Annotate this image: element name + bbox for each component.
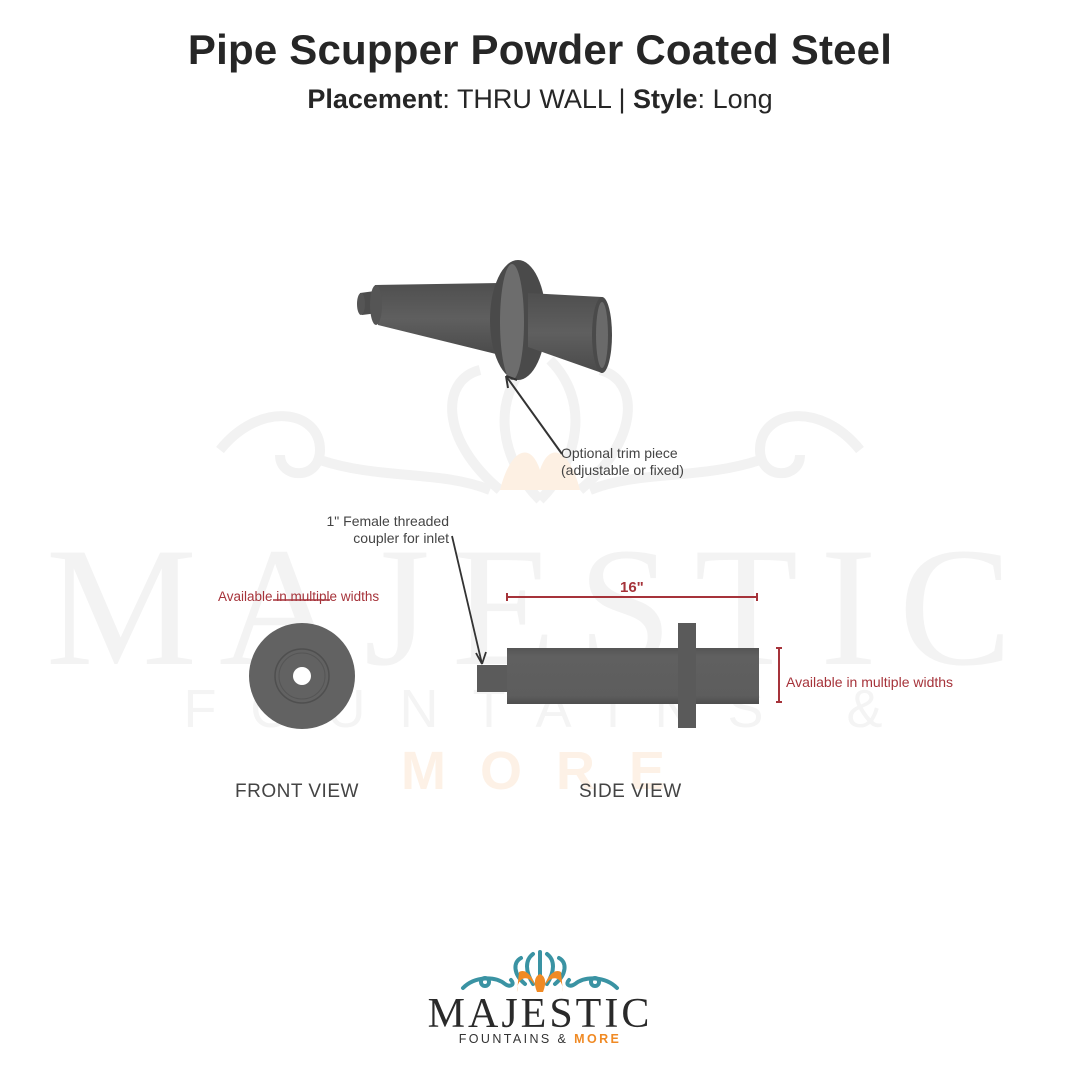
separator: | xyxy=(618,84,626,114)
width-dimension-line xyxy=(776,647,782,703)
logo-wordmark: MAJESTIC xyxy=(427,991,653,1037)
logo-tagline-more: MORE xyxy=(574,1032,622,1046)
placement-value: THRU WALL xyxy=(456,84,611,114)
trim-callout-arrow-icon xyxy=(505,375,563,455)
length-dimension-line xyxy=(506,593,758,601)
trim-callout-line1: Optional trim piece xyxy=(561,445,678,461)
style-label: Style xyxy=(633,84,698,114)
front-view-label: FRONT VIEW xyxy=(235,781,359,802)
isometric-pipe-illustration xyxy=(357,260,612,380)
side-view-label: SIDE VIEW xyxy=(579,781,682,802)
side-width-note: Available in multiple widths xyxy=(786,674,954,690)
front-width-dimension-line xyxy=(273,599,330,601)
logo-tagline-main: FOUNTAINS & xyxy=(458,1032,569,1046)
style-value: Long xyxy=(712,84,773,114)
coupler-callout-arrow-icon xyxy=(451,535,487,665)
subtitle: Placement: THRU WALL | Style: Long xyxy=(307,84,773,114)
coupler-callout: 1" Female threaded coupler for inlet xyxy=(290,513,450,547)
trim-callout: Optional trim piece (adjustable or fixed… xyxy=(561,445,684,479)
coupler-callout-line1: 1" Female threaded xyxy=(326,513,450,529)
coupler-callout-line2: coupler for inlet xyxy=(353,530,449,546)
placement-label: Placement xyxy=(307,84,443,114)
watermark-ornament-icon xyxy=(216,356,864,504)
trim-callout-line2: (adjustable or fixed) xyxy=(561,462,684,478)
side-view-pipe xyxy=(477,623,759,728)
logo-ornament-icon xyxy=(461,950,619,992)
front-view-flange xyxy=(249,623,355,729)
front-width-note: Available in multiple widths xyxy=(218,589,380,604)
page-title: Pipe Scupper Powder Coated Steel xyxy=(187,26,893,73)
length-dimension-label: 16" xyxy=(620,579,644,596)
watermark-tagline-more: MORE xyxy=(401,741,699,801)
logo-tagline: FOUNTAINS & MORE xyxy=(420,1032,660,1046)
